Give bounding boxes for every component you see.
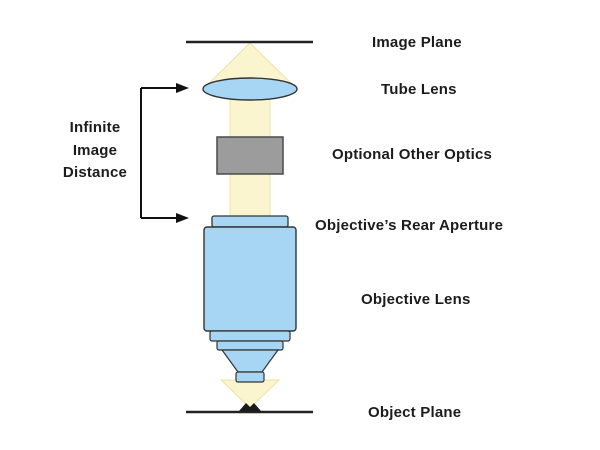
- beam-lower-cone: [219, 379, 281, 409]
- objective-barrel: [203, 226, 297, 332]
- objective-nose-cone: [220, 349, 280, 373]
- objective-ridge-2: [216, 340, 284, 351]
- optional-other-optics-label: Optional Other Optics: [332, 146, 493, 163]
- tube-lens-shape: [202, 77, 298, 101]
- optional-optics-block: [216, 136, 284, 175]
- objective-ridge-1: [209, 330, 291, 342]
- image-plane-label: Image Plane: [372, 34, 462, 51]
- specimen-mark: [239, 403, 261, 411]
- bracket-top-arrowhead-icon: [176, 83, 189, 93]
- objectives-rear-aperture-label: Objective’s Rear Aperture: [315, 217, 504, 234]
- objective-front-tip: [235, 371, 265, 383]
- tube-lens-label: Tube Lens: [381, 81, 457, 98]
- bracket-bottom-arrowhead-icon: [176, 213, 189, 223]
- objective-rear-aperture-shape: [211, 215, 289, 228]
- infinite-image-distance-label: Infinite Image Distance: [62, 119, 128, 181]
- object-plane-label: Object Plane: [368, 404, 462, 421]
- objective-lens-label: Objective Lens: [361, 291, 471, 308]
